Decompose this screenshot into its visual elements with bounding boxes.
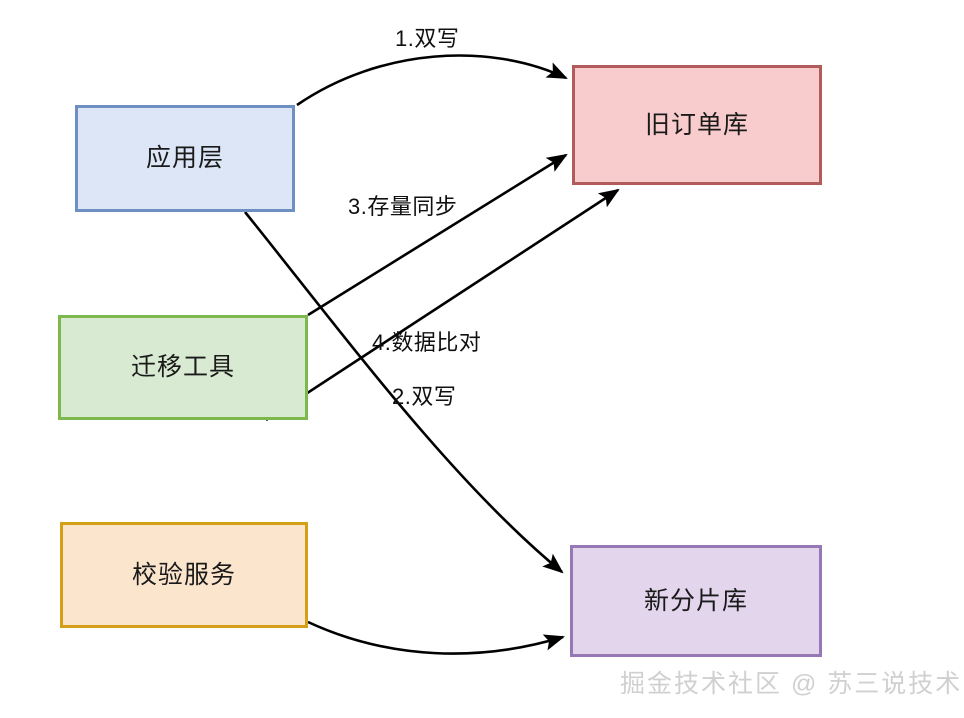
node-app-layer[interactable]: 应用层	[75, 105, 295, 212]
node-label-new-shard-db: 新分片库	[643, 586, 748, 615]
edge-edge-4	[265, 188, 620, 422]
edge-label-edge-1: 1.双写	[395, 26, 460, 51]
edge-label-edge-2: 2.双写	[392, 384, 457, 409]
edge-label-edge-4: 4.数据比对	[372, 330, 482, 355]
node-new-shard-db[interactable]: 新分片库	[570, 545, 822, 657]
edge-edge-3	[307, 153, 568, 317]
node-old-order-db[interactable]: 旧订单库	[572, 65, 822, 185]
node-label-old-order-db: 旧订单库	[644, 110, 749, 139]
node-label-migration-tool: 迁移工具	[130, 353, 235, 381]
edge-edge-1	[296, 54, 568, 107]
edge-edge-2	[243, 211, 564, 574]
watermark-text: 掘金技术社区 @ 苏三说技术	[620, 670, 963, 698]
edge-edge-5	[307, 620, 565, 655]
edge-path-group	[243, 54, 620, 655]
node-label-app-layer: 应用层	[145, 144, 224, 172]
node-migration-tool[interactable]: 迁移工具	[58, 315, 308, 420]
edge-label-edge-3: 3.存量同步	[348, 194, 458, 219]
node-label-verify-service: 校验服务	[131, 560, 236, 589]
node-verify-service[interactable]: 校验服务	[60, 522, 308, 628]
